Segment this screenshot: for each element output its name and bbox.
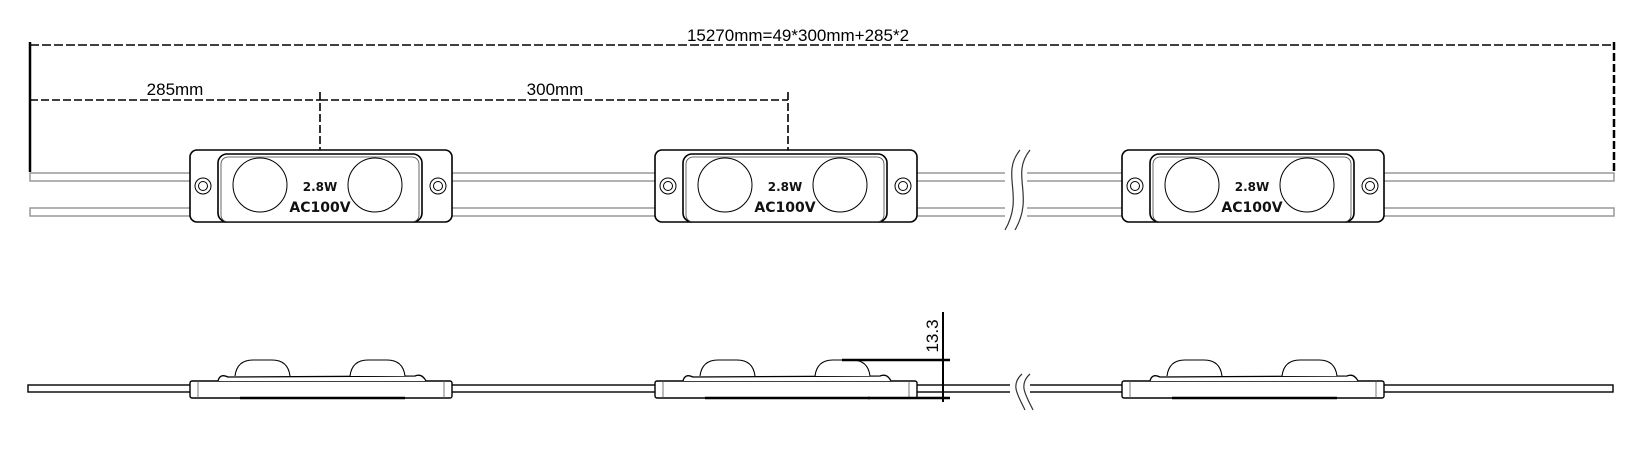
height-label: 13.3 — [923, 319, 942, 352]
pitch-label: 300mm — [527, 80, 584, 99]
led-module-side — [654, 359, 918, 400]
screw-hole-icon — [659, 177, 677, 195]
led-lens — [1164, 157, 1220, 213]
led-module-side — [1121, 359, 1385, 400]
break-mark-top — [1004, 149, 1031, 231]
led-dome — [234, 359, 291, 377]
led-lens — [1279, 157, 1335, 213]
led-dome — [699, 359, 756, 377]
led-module-top: 2.8W AC100V — [654, 149, 918, 223]
total-length-dimension — [28, 42, 1616, 172]
screw-hole-icon — [429, 177, 447, 195]
module-power-label: 2.8W — [303, 180, 338, 194]
led-lens — [812, 157, 868, 213]
screw-hole-icon — [194, 177, 212, 195]
total-length-label: 15270mm=49*300mm+285*2 — [687, 26, 909, 45]
height-dimension — [842, 312, 950, 402]
module-voltage-label: AC100V — [289, 200, 350, 216]
break-mark-side — [1010, 372, 1034, 411]
module-voltage-label: AC100V — [754, 200, 815, 216]
module-power-label: 2.8W — [1235, 180, 1270, 194]
led-lens — [347, 157, 403, 213]
end-spacing-label: 285mm — [147, 80, 204, 99]
module-voltage-label: AC100V — [1221, 200, 1282, 216]
led-dome — [1166, 359, 1223, 377]
led-module-top: 2.8W AC100V — [189, 149, 453, 223]
led-dome — [1281, 359, 1338, 377]
module-power-label: 2.8W — [768, 180, 803, 194]
screw-hole-icon — [1126, 177, 1144, 195]
led-lens — [232, 157, 288, 213]
led-dome — [349, 359, 406, 377]
led-module-top: 2.8W AC100V — [1121, 149, 1385, 223]
screw-hole-icon — [894, 177, 912, 195]
led-dome — [814, 359, 871, 377]
led-module-side — [189, 359, 453, 400]
led-lens — [697, 157, 753, 213]
screw-hole-icon — [1361, 177, 1379, 195]
end-spacing-dimension — [30, 92, 789, 150]
